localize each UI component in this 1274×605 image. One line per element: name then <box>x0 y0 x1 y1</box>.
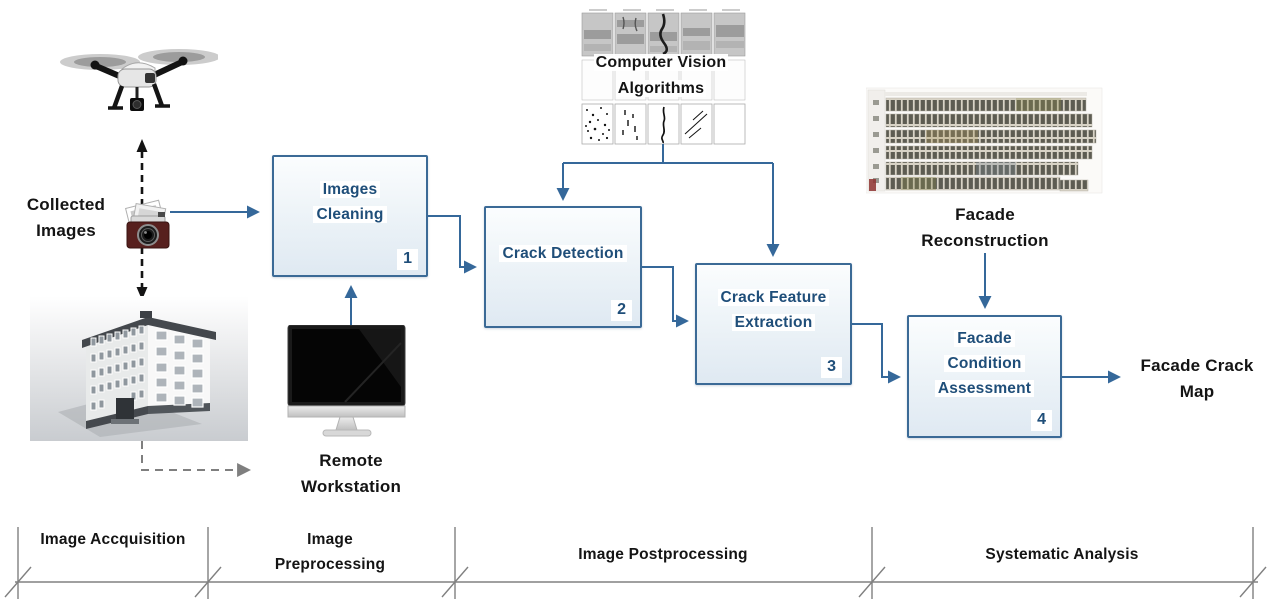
phase-image-preprocessing: Image Preprocessing <box>274 531 386 573</box>
phase-ruler <box>4 527 1267 599</box>
camera-photos-icon <box>118 198 176 256</box>
facade-orthophoto <box>866 86 1106 198</box>
box-label: Images Cleaning <box>303 157 398 227</box>
phase-image-postprocessing: Image Postprocessing <box>578 546 748 563</box>
box-number: 4 <box>1031 410 1052 431</box>
building-3d-icon <box>30 296 248 441</box>
facade-reconstruction-label: Facade Reconstruction <box>921 205 1049 250</box>
collected-images-label: Collected Images <box>26 195 106 240</box>
box-label: Crack Feature Extraction <box>713 265 835 335</box>
box-number: 3 <box>821 357 842 378</box>
box-facade-condition-assessment[interactable]: Facade Condition Assessment 4 <box>907 315 1062 438</box>
phase-systematic-analysis: Systematic Analysis <box>985 546 1139 563</box>
drone-icon <box>58 28 218 140</box>
building-workstation-link <box>141 441 252 477</box>
box-label: Facade Condition Assessment <box>932 317 1037 401</box>
box-crack-detection[interactable]: Crack Detection 2 <box>484 206 642 328</box>
computer-vision-algorithms-label: Computer Vision Algorithms <box>593 54 729 97</box>
facade-crack-map-label: Facade Crack Map <box>1140 356 1254 401</box>
drone-building-link <box>136 139 148 300</box>
box-number: 1 <box>397 249 418 270</box>
box-crack-feature-extraction[interactable]: Crack Feature Extraction 3 <box>695 263 852 385</box>
box-images-cleaning[interactable]: Images Cleaning 1 <box>272 155 428 277</box>
box-label: Crack Detection <box>493 208 633 266</box>
box-number: 2 <box>611 300 632 321</box>
phase-image-acquisition: Image Accquisition <box>40 531 186 548</box>
remote-workstation-label: Remote Workstation <box>300 451 402 496</box>
monitor-icon <box>287 325 407 437</box>
